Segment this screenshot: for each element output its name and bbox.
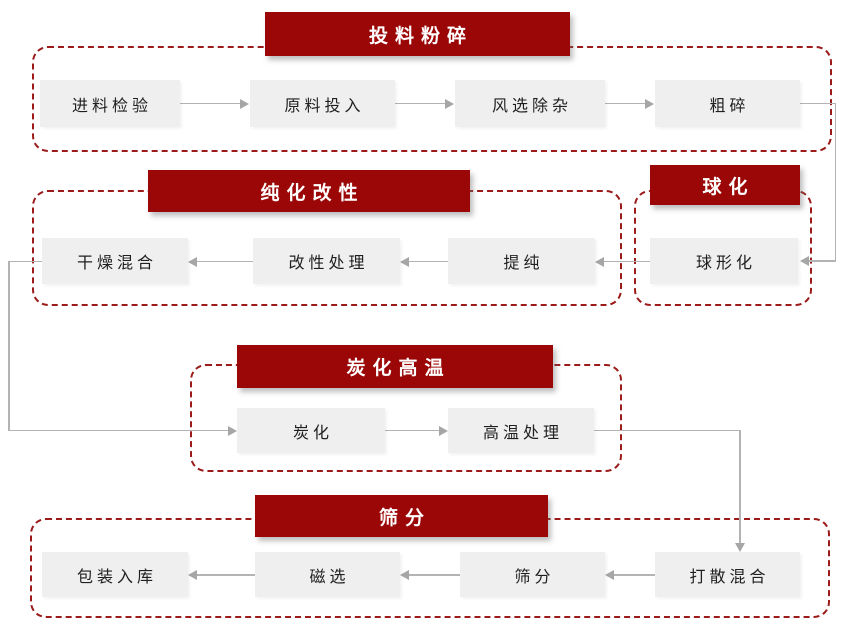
arrowhead-left-icon	[595, 256, 604, 267]
arrowhead-left-icon	[605, 570, 614, 580]
connector-line	[409, 574, 460, 576]
connector-line	[594, 429, 740, 432]
arrowhead-left-icon	[400, 256, 409, 267]
node-coarse-crushing: 粗碎	[655, 80, 800, 127]
connector-line	[197, 260, 253, 262]
node-incoming-inspection: 进料检验	[40, 80, 180, 127]
node-magnetic-separation: 磁选	[255, 552, 400, 597]
connector-line	[8, 429, 228, 432]
stage-header-sieving: 筛分	[255, 495, 548, 537]
connector-line	[8, 260, 42, 262]
node-sieving: 筛分	[460, 552, 605, 597]
arrowhead-right-icon	[445, 98, 454, 109]
arrowhead-left-icon	[400, 570, 409, 580]
connector-line	[197, 574, 255, 576]
connector-line	[809, 260, 836, 262]
node-packaging-warehousing: 包装入库	[42, 552, 188, 597]
connector-line	[409, 260, 448, 262]
arrowhead-right-icon	[228, 425, 237, 436]
arrowhead-right-icon	[439, 425, 448, 436]
connector-line	[385, 429, 439, 432]
stage-header-carbonization-high-temp: 炭化高温	[237, 345, 553, 388]
node-drying-mixing: 干燥混合	[42, 238, 188, 284]
connector-line	[604, 260, 650, 262]
node-dispersing-mixing: 打散混合	[655, 552, 800, 597]
node-purification: 提纯	[448, 238, 595, 284]
connector-line	[605, 102, 645, 104]
arrowhead-right-icon	[645, 98, 654, 109]
arrowhead-left-icon	[188, 570, 197, 580]
node-modification-treatment: 改性处理	[253, 238, 400, 284]
node-air-separation: 风选除杂	[455, 80, 605, 127]
connector-line	[739, 429, 741, 544]
connector-line	[800, 102, 836, 104]
stage-header-purification-modification: 纯化改性	[148, 170, 470, 212]
node-high-temp-treatment: 高温处理	[448, 408, 594, 453]
connector-line	[395, 102, 445, 104]
arrowhead-right-icon	[240, 98, 249, 109]
connector-line	[834, 102, 836, 261]
arrowhead-left-icon	[800, 256, 809, 266]
node-raw-material-feeding: 原料投入	[250, 80, 395, 127]
arrowhead-down-icon	[734, 543, 745, 552]
connector-line	[614, 574, 655, 576]
node-carbonization: 炭化	[237, 408, 385, 453]
connector-line	[180, 102, 240, 104]
stage-header-feeding-crushing: 投料粉碎	[265, 12, 570, 56]
arrowhead-left-icon	[188, 256, 197, 267]
stage-header-spheroidization: 球化	[650, 165, 800, 205]
node-spheroidizing: 球形化	[650, 238, 798, 284]
connector-line	[8, 260, 10, 431]
